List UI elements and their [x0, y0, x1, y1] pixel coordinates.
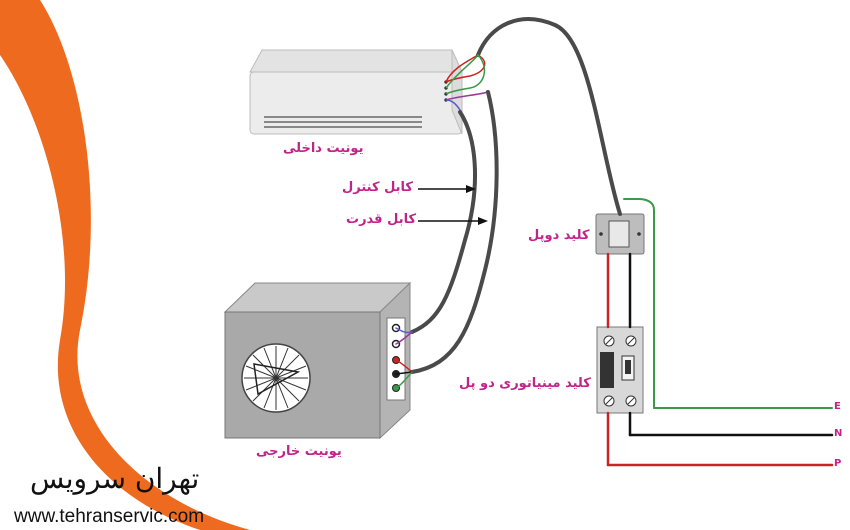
- outdoor-unit: [223, 281, 412, 440]
- terminal-neutral: N: [834, 428, 843, 439]
- terminal-earth: E: [834, 401, 841, 412]
- supply-cable: [476, 17, 622, 216]
- power-cable: [410, 90, 499, 374]
- terminal-phase: P: [834, 458, 842, 469]
- brand-name: تهران سرویس: [30, 462, 200, 495]
- wiring: [395, 17, 834, 467]
- label-arrows: [418, 185, 488, 225]
- double-switch-label: کلید دوپل: [528, 228, 590, 243]
- power-cable-label: کابل قدرت: [346, 212, 417, 227]
- control-cable-label: کابل کنترل: [342, 180, 413, 195]
- brand-swoosh: [0, 0, 250, 530]
- fan-grille: [244, 346, 308, 410]
- indoor-unit-label: یونیت داخلی: [283, 141, 364, 156]
- double-switch: [595, 213, 645, 255]
- indoor-unit: [249, 49, 463, 135]
- mcb-switch: [596, 326, 644, 414]
- brand-url: www.tehranservic.com: [14, 506, 205, 527]
- outdoor-unit-label: یونیت خارجی: [256, 444, 342, 459]
- mcb-switch-label: کلید مینیاتوری دو پل: [459, 376, 591, 391]
- control-cable: [410, 110, 477, 334]
